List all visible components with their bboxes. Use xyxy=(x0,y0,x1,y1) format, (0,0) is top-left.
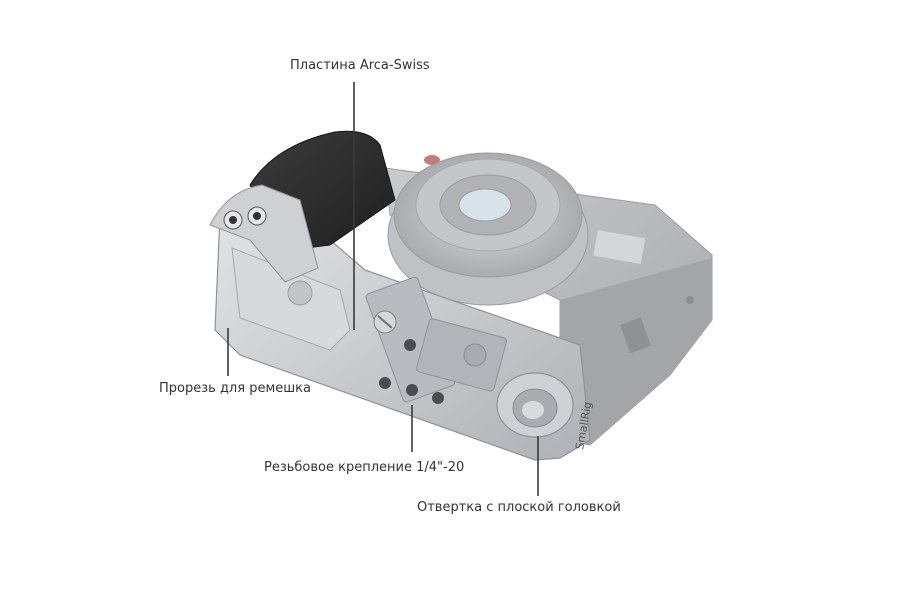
screwdriver-knob xyxy=(496,372,574,438)
label-screwdriver: Отвертка с плоской головкой xyxy=(417,500,621,515)
label-thread-mount: Резьбовое крепление 1/4"-20 xyxy=(264,460,465,475)
label-strap-slot: Прорезь для ремешка xyxy=(159,381,311,396)
label-arca-plate: Пластина Arca-Swiss xyxy=(290,58,430,73)
leader-lines xyxy=(227,82,539,496)
leather-grip xyxy=(209,130,396,283)
camera-lens xyxy=(387,152,589,306)
